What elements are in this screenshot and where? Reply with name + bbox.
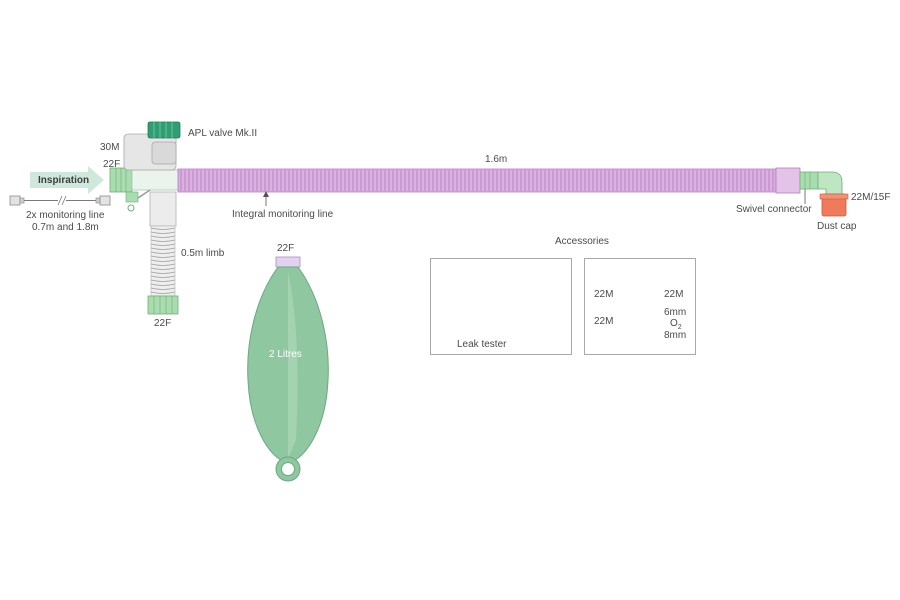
swivel-connector-label: Swivel connector (736, 204, 812, 215)
monitoring-line-label-2: 0.7m and 1.8m (32, 222, 99, 233)
adapter-left-label: 22M (594, 289, 614, 300)
dust-cap-label: Dust cap (817, 221, 857, 232)
port-22f-bottom-label: 22F (154, 318, 172, 329)
apl-valve (123, 121, 181, 171)
limb-rib (150, 255, 176, 258)
elbow-port-label: 22M/15F (851, 192, 891, 203)
port-22f-top-label: 22F (103, 159, 121, 170)
limb-rib (150, 271, 176, 274)
o2-text: O (670, 318, 678, 329)
inspiration-arrow (30, 166, 104, 194)
limb-rib (150, 263, 176, 266)
limb-rib (150, 259, 176, 262)
limb-rib (150, 287, 176, 290)
main-tube (177, 167, 801, 194)
tube-length-label: 1.6m (485, 154, 508, 165)
apl-valve-label: APL valve Mk.II (188, 128, 258, 139)
adapter-right-label: 22M (664, 289, 684, 300)
limb-label: 0.5m limb (181, 248, 225, 259)
monitoring-pointer (263, 191, 269, 206)
o2-6mm-label: 6mm (664, 307, 687, 318)
leak-tester-box (430, 258, 572, 355)
integral-monitoring-line-label: Integral monitoring line (232, 209, 334, 220)
dust-cap (819, 193, 849, 217)
port-30m-label: 30M (100, 142, 120, 153)
o2-8mm-label: 8mm (664, 330, 687, 341)
limb-rib (150, 291, 176, 294)
bag-volume-label: 2 Litres (269, 349, 302, 360)
limb-rib (150, 283, 176, 286)
leak-tester-label: Leak tester (457, 339, 507, 350)
limb-rib (150, 279, 176, 282)
accessories-heading: Accessories (555, 236, 609, 247)
limb-rib (150, 267, 176, 270)
adapters-box (584, 258, 696, 355)
limb-rib (150, 251, 176, 254)
inspiration-label: Inspiration (38, 175, 90, 186)
reservoir-bag (247, 256, 329, 482)
limb-rib (150, 235, 176, 238)
monitoring-line-label-1: 2x monitoring line (26, 210, 105, 221)
limb-rib (150, 227, 176, 230)
limb-rib (150, 243, 176, 246)
bag-port-label: 22F (277, 243, 295, 254)
monitoring-line-icon (9, 195, 111, 206)
o2-label: O2 (670, 318, 682, 334)
swivel-connector (799, 171, 843, 197)
limb-rib (150, 231, 176, 234)
limb-rib (150, 239, 176, 242)
limb-rib (150, 247, 176, 250)
o2-subscript: 2 (677, 324, 682, 331)
y-piece-connector (109, 167, 181, 212)
vertical-limb (147, 191, 179, 315)
limb-rib (150, 275, 176, 278)
o2-left-label: 22M (594, 316, 614, 327)
